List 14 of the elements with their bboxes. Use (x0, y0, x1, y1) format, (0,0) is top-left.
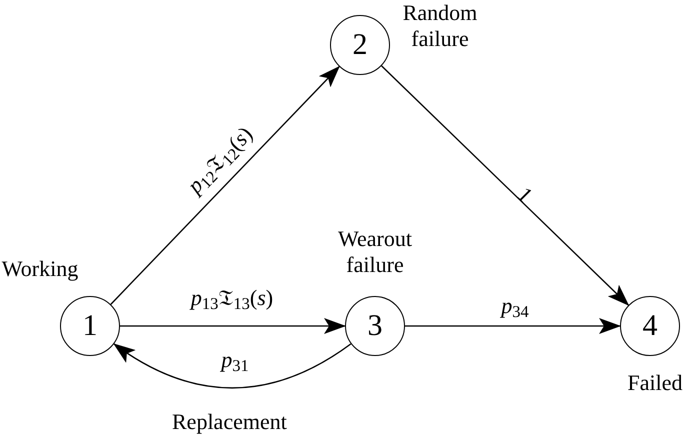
transition-label: Replacement (172, 411, 287, 433)
edge-label: p$_{34}$ (501, 295, 529, 317)
arrow (405, 318, 621, 334)
edge-label: p$_{31}$ (221, 349, 249, 371)
state-label: Random failure (402, 0, 478, 52)
state-label: Failed (626, 370, 684, 396)
arrow (381, 65, 630, 306)
arrow (113, 343, 352, 389)
state-label: Working (0, 256, 80, 282)
edge-label: 1 (513, 183, 537, 207)
arrow (110, 66, 340, 305)
edge-label: p$_{13}$𝔗$_{13}$(s) (190, 287, 274, 309)
arrow (120, 318, 346, 334)
state-label: Wearout failure (337, 226, 413, 278)
